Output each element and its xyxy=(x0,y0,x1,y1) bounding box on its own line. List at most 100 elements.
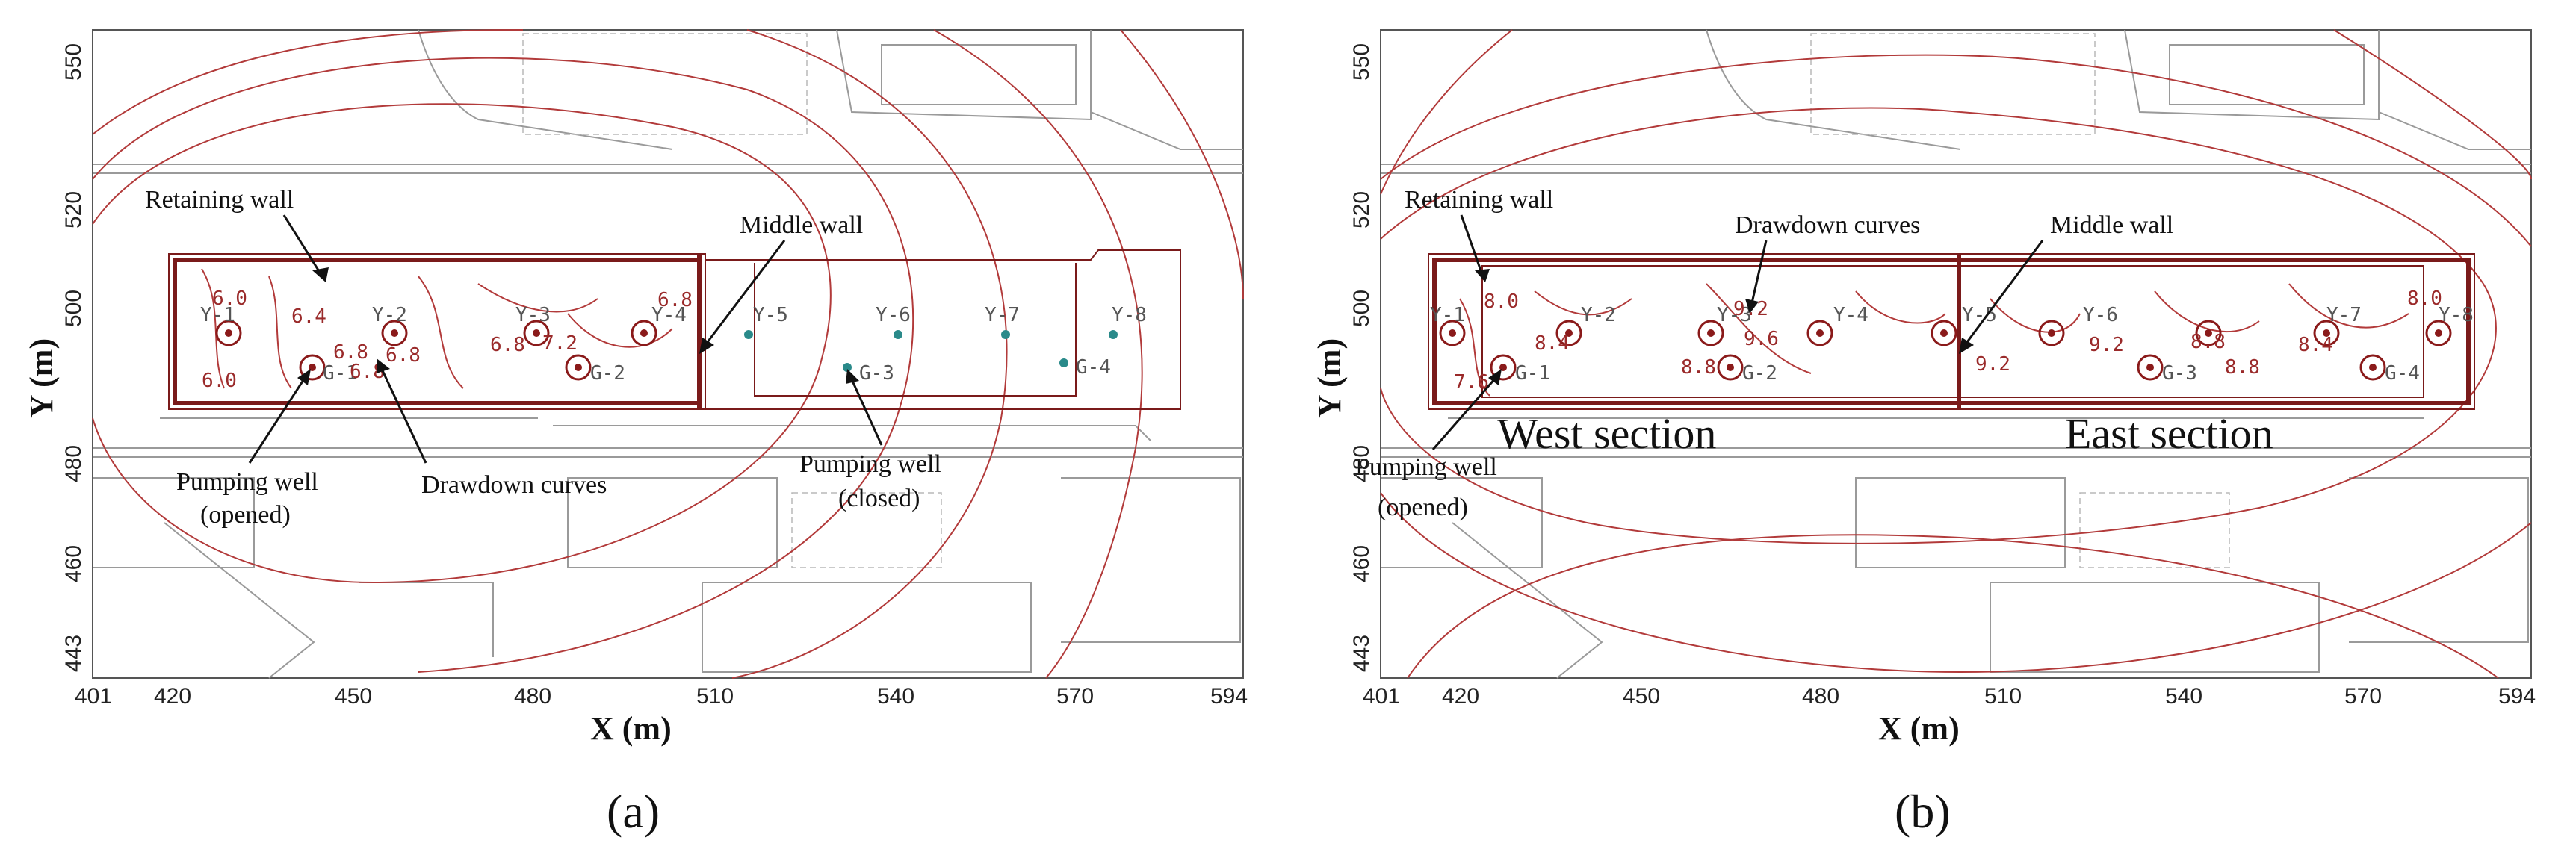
arrow-pumping-well-closed xyxy=(850,379,883,446)
well-label-y3: Y-3 xyxy=(515,304,551,326)
annotation-east-section: East section xyxy=(2065,409,2273,458)
contour-label: 9.6 xyxy=(1744,328,1779,350)
x-tick-label: 401 xyxy=(75,684,112,709)
x-tick-label: 540 xyxy=(877,684,914,709)
y-axis-label: Y (m) xyxy=(23,338,60,418)
y-tick-label: 480 xyxy=(61,445,86,482)
well-label-g1: G-1 xyxy=(1515,362,1550,385)
well-label-y5: Y-5 xyxy=(753,304,788,326)
contours-local xyxy=(201,268,673,389)
x-tick-label: 480 xyxy=(514,684,551,709)
well-label-y1: Y-1 xyxy=(1430,304,1465,326)
contour-label: 8.8 xyxy=(2190,331,2226,353)
arrowhead xyxy=(377,358,390,373)
annotation-middle-wall: Middle wall xyxy=(740,211,863,239)
arrow-drawdown-curves xyxy=(1750,240,1768,307)
well-label-g3: G-3 xyxy=(2162,362,2197,385)
x-tick-label: 570 xyxy=(1056,684,1094,709)
y-axis-label: Y (m) xyxy=(1311,338,1348,418)
x-axis-label: X (m) xyxy=(590,710,672,747)
contour-label: 6.0 xyxy=(202,370,237,392)
y-tick-label: 460 xyxy=(1349,545,1374,582)
contour-label: 7.2 xyxy=(542,332,578,355)
background-basemap xyxy=(1381,29,2531,679)
x-tick-label: 450 xyxy=(1623,684,1660,709)
arrow-retaining-wall xyxy=(1460,214,1484,276)
map-frame xyxy=(1380,29,2532,679)
well-label-g4: G-4 xyxy=(2385,362,2420,385)
contour-label: 6.8 xyxy=(333,341,368,364)
contour-label: 9.2 xyxy=(1975,353,2010,376)
well-label-y4: Y-4 xyxy=(651,304,687,326)
arrowhead xyxy=(1959,338,1974,354)
map-a: Y-1 Y-2 Y-3 Y-4 Y-5 Y-6 Y-7 Y-8 G-1 G-2 … xyxy=(23,29,1248,838)
x-tick-label: 594 xyxy=(2498,684,2536,709)
y-tick-label: 500 xyxy=(61,290,86,327)
annotation-middle-wall: Middle wall xyxy=(2050,211,2173,239)
well-label-y2: Y-2 xyxy=(372,304,407,326)
annotation-drawdown-curves: Drawdown curves xyxy=(421,471,607,499)
contour-label: 6.8 xyxy=(386,344,421,367)
y-tick-label: 520 xyxy=(61,191,86,229)
annotation-pumping-well-opened-line1: Pumping well xyxy=(1355,453,1497,481)
contours-local xyxy=(1459,283,2409,397)
x-tick-label: 540 xyxy=(2165,684,2202,709)
annotation-pumping-well-closed-line2: (closed) xyxy=(838,485,920,512)
contour-label: 9.2 xyxy=(2089,334,2124,356)
well-label-y6: Y-6 xyxy=(876,304,911,326)
panel-a: Y-1 Y-2 Y-3 Y-4 Y-5 Y-6 Y-7 Y-8 G-1 G-2 … xyxy=(23,29,1248,838)
y-tick-label: 443 xyxy=(1349,635,1374,672)
annotation-pumping-well-opened-line2: (opened) xyxy=(200,501,291,529)
x-tick-label: 510 xyxy=(696,684,734,709)
well-label-y5: Y-5 xyxy=(1962,304,1997,326)
contour-label: 8.8 xyxy=(1681,356,1716,379)
annotation-pumping-well-closed-line1: Pumping well xyxy=(799,450,941,478)
well-label-y7: Y-7 xyxy=(2326,304,2362,326)
well-label-g4: G-4 xyxy=(1076,356,1111,379)
well-label-y1: Y-1 xyxy=(200,304,235,326)
well-label-y4: Y-4 xyxy=(1833,304,1868,326)
well-label-y7: Y-7 xyxy=(985,304,1020,326)
x-tick-label: 480 xyxy=(1802,684,1839,709)
arrow-middle-wall xyxy=(1963,240,2044,346)
x-tick-label: 594 xyxy=(1210,684,1248,709)
y-tick-label: 480 xyxy=(1349,445,1374,482)
contour-label: 8.8 xyxy=(2225,356,2260,379)
y-tick-label: 550 xyxy=(61,43,86,81)
x-tick-label: 420 xyxy=(154,684,191,709)
panel-label-b: (b) xyxy=(1895,785,1951,838)
well-label-y3: Y-3 xyxy=(1717,304,1752,326)
contour-label: 6.8 xyxy=(490,334,525,356)
y-tick-label: 520 xyxy=(1349,191,1374,229)
contour-label: 7.6 xyxy=(1454,371,1489,394)
excavation-pit xyxy=(168,249,1181,410)
drawdown-contours-regional xyxy=(92,29,1244,679)
contour-label: 8.4 xyxy=(2298,334,2333,356)
well-label-g3: G-3 xyxy=(859,362,894,385)
map-frame xyxy=(92,29,1244,679)
pumping-wells-opened xyxy=(215,320,657,381)
pumping-wells-opened xyxy=(1439,320,2452,381)
arrowhead xyxy=(699,338,714,354)
background-basemap xyxy=(93,29,1243,679)
contour-label: 8.4 xyxy=(1535,332,1570,355)
arrow-pumping-well-opened xyxy=(1431,377,1497,450)
annotation-pumping-well-opened-line1: Pumping well xyxy=(176,468,318,496)
arrowhead xyxy=(1488,369,1502,385)
drawdown-contours-regional xyxy=(1380,29,2532,679)
arrowhead xyxy=(1745,299,1759,314)
well-label-y8: Y-8 xyxy=(1112,304,1147,326)
contour-label: 6.8 xyxy=(657,289,693,311)
y-tick-label: 443 xyxy=(61,635,86,672)
map-b: Y-1 Y-2 Y-3 Y-4 Y-5 Y-6 Y-7 Y-8 G-1 G-2 … xyxy=(1311,29,2536,838)
annotation-retaining-wall: Retaining wall xyxy=(1405,186,1553,214)
contour-label: 6.4 xyxy=(291,305,326,328)
arrowhead xyxy=(312,267,329,282)
y-tick-label: 460 xyxy=(61,545,86,582)
excavation-pit xyxy=(1428,253,2475,410)
arrow-retaining-wall xyxy=(282,214,323,276)
well-label-y8: Y-8 xyxy=(2439,304,2474,326)
arrowhead xyxy=(846,369,859,384)
annotation-drawdown-curves: Drawdown curves xyxy=(1735,211,1920,239)
well-label-g2: G-2 xyxy=(1742,362,1777,385)
